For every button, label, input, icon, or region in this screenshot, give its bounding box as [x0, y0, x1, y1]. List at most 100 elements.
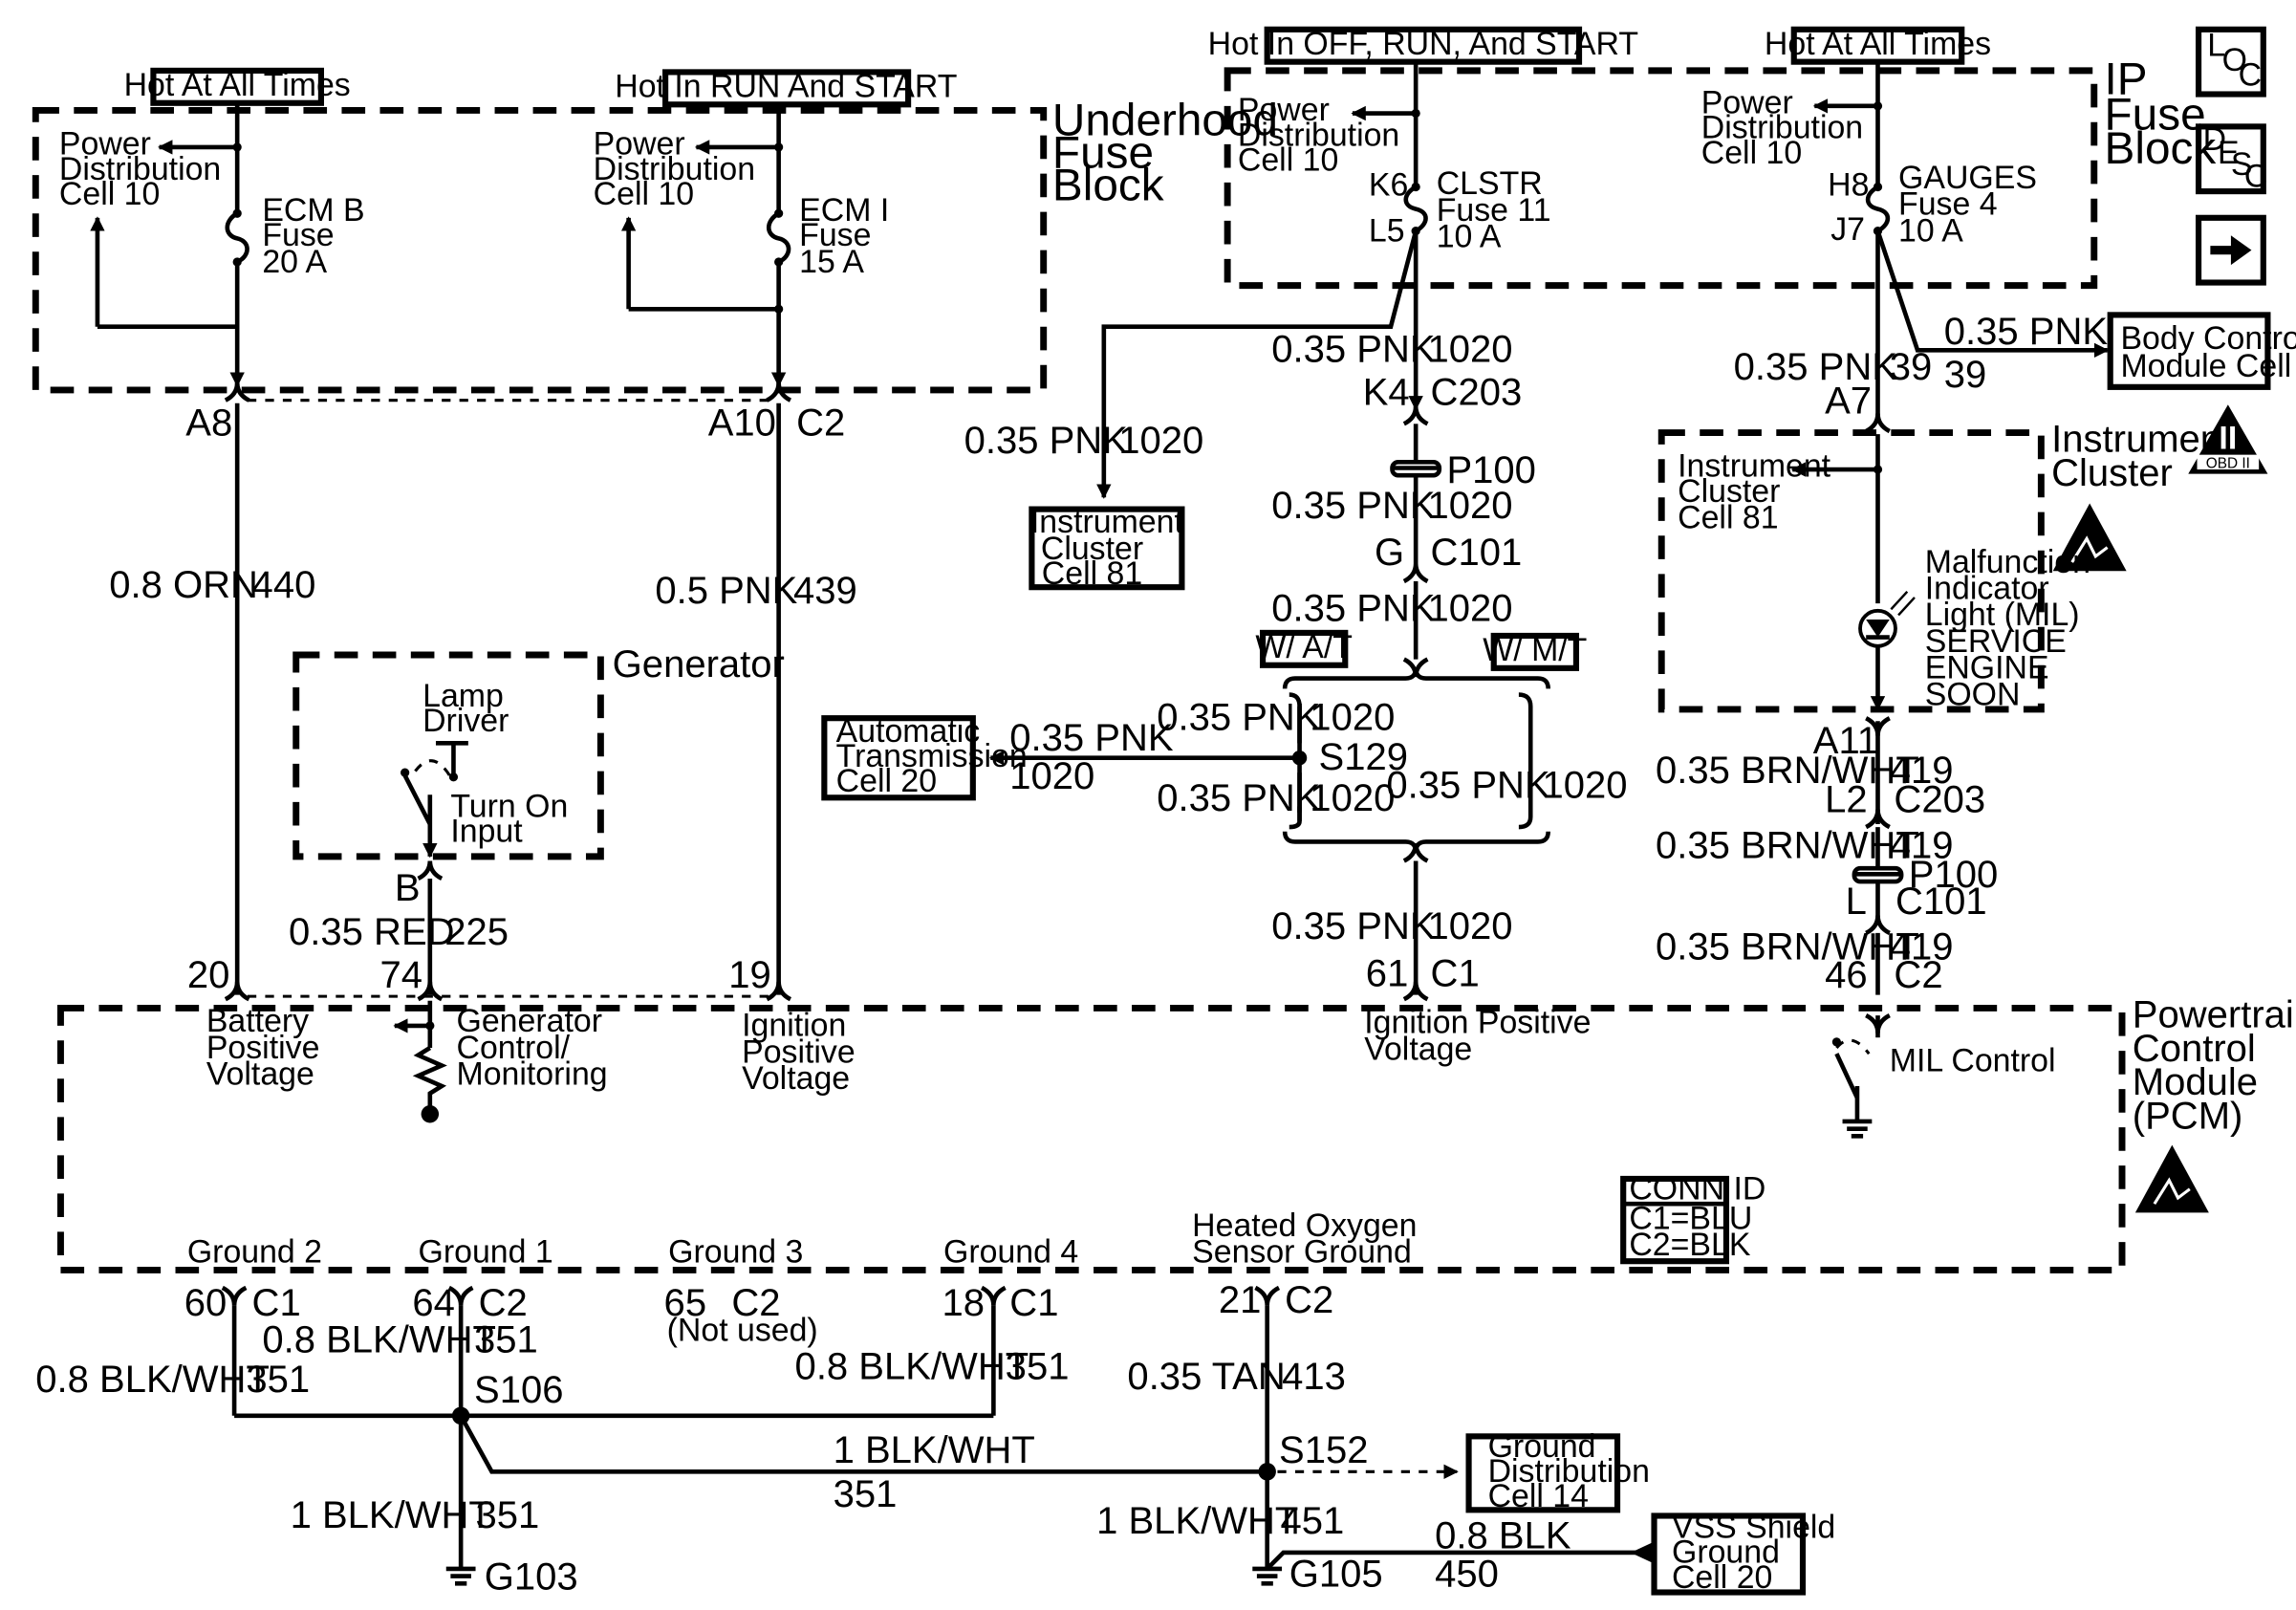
svg-text:A11: A11	[1813, 720, 1878, 762]
svg-text:Hot At All Times: Hot At All Times	[1765, 26, 1991, 62]
pcm-title: Powertrain Control Module (PCM)	[2133, 993, 2296, 1137]
svg-text:Battery: Battery	[206, 1003, 309, 1039]
generator-internals: Lamp Driver Turn On Input	[401, 678, 568, 859]
svg-text:Instrument: Instrument	[1678, 448, 1831, 485]
svg-text:74: 74	[379, 954, 422, 996]
vss-shield-ground-ref: VSS Shield Ground Cell 20	[1630, 1510, 1835, 1596]
svg-text:Distribution: Distribution	[59, 151, 221, 187]
svg-text:Power: Power	[1701, 85, 1793, 121]
wire-1020-bottom: 0.35 PNK 1020 61 C1	[1271, 842, 1512, 995]
svg-text:Distribution: Distribution	[1238, 117, 1399, 153]
header-hot-all-times-left: Hot At All Times	[124, 67, 351, 106]
svg-text:1 BLK/WHT: 1 BLK/WHT	[834, 1429, 1035, 1471]
svg-text:0.8 BLK/WHT: 0.8 BLK/WHT	[35, 1359, 270, 1401]
header-hot-all-times-right: Hot At All Times	[1765, 26, 1991, 65]
svg-text:450: 450	[1435, 1553, 1499, 1595]
option-brackets: W/ A/T W/ M/T	[1255, 629, 1587, 853]
obd-ii-icon: II OBD II	[2188, 404, 2268, 474]
svg-text:Instrument: Instrument	[1030, 504, 1184, 540]
svg-text:Fuse 11: Fuse 11	[1437, 192, 1551, 228]
svg-text:Positive: Positive	[206, 1030, 320, 1066]
svg-text:Cluster: Cluster	[1678, 473, 1780, 510]
svg-text:225: 225	[444, 911, 509, 953]
svg-text:C2: C2	[1285, 1279, 1333, 1321]
ground-g103: 1 BLK/WHT 351 G103	[291, 1415, 578, 1598]
ground-connectors: 60 C1 64 C2 65 C2 (Not used) 18 C1 21 C2	[184, 1279, 1334, 1348]
svg-text:Ground 3: Ground 3	[668, 1234, 803, 1271]
svg-text:0.35 BRN/WHT: 0.35 BRN/WHT	[1656, 824, 1919, 866]
svg-text:1020: 1020	[1009, 755, 1094, 797]
svg-text:0.35 PNK: 0.35 PNK	[1944, 311, 2109, 353]
underhood-fuse-block	[32, 106, 1048, 394]
automatic-transmission-ref: Automatic Transmission Cell 20	[821, 713, 1028, 801]
svg-text:Cluster: Cluster	[1041, 531, 1143, 567]
svg-text:39: 39	[1890, 346, 1933, 388]
svg-text:60: 60	[184, 1282, 227, 1324]
ground-distribution-ref: Ground Distribution Cell 14	[1277, 1428, 1650, 1514]
cluster-internals: Instrument Cluster Cell 81 Malfunction I…	[1678, 434, 2090, 712]
svg-text:Lamp: Lamp	[422, 678, 504, 714]
svg-text:0.35 PNK: 0.35 PNK	[1271, 485, 1436, 527]
pcm-box	[56, 1004, 2126, 1273]
svg-text:Ground 2: Ground 2	[187, 1234, 322, 1271]
svg-text:Ground 4: Ground 4	[943, 1234, 1078, 1271]
svg-text:C1=BLU: C1=BLU	[1629, 1200, 1752, 1236]
ip-pd-left-label: Power Distribution Cell 10	[1238, 92, 1399, 178]
loc-icon: LOC	[2195, 26, 2266, 98]
svg-text:Distribution: Distribution	[594, 151, 755, 187]
svg-text:A8: A8	[185, 402, 232, 445]
svg-text:Distribution: Distribution	[1488, 1453, 1650, 1490]
svg-text:Cell 81: Cell 81	[1042, 555, 1142, 592]
wire-1020-at: 0.35 PNK 1020 S129 0.35 PNK 1020 0.35 PN…	[988, 692, 1408, 830]
svg-text:GAUGES: GAUGES	[1898, 160, 2037, 196]
svg-text:0.8 BLK: 0.8 BLK	[1435, 1514, 1571, 1556]
svg-text:Ground 1: Ground 1	[419, 1234, 553, 1271]
header-hot-off-run-start: Hot In OFF, RUN, And START	[1208, 26, 1638, 65]
svg-text:C: C	[2244, 158, 2267, 194]
ip-fuse-block-title: IP Fuse Block	[2105, 54, 2217, 174]
svg-text:440: 440	[252, 564, 316, 606]
svg-text:Power: Power	[1238, 92, 1330, 128]
svg-text:Power: Power	[594, 126, 685, 163]
svg-text:20: 20	[187, 954, 230, 996]
svg-text:O: O	[2222, 42, 2247, 78]
svg-text:Control/: Control/	[457, 1030, 571, 1066]
svg-text:1020: 1020	[1310, 777, 1395, 819]
svg-text:419: 419	[1890, 926, 1954, 968]
svg-text:0.35 PNK: 0.35 PNK	[1734, 346, 1898, 388]
svg-text:Cell 10: Cell 10	[59, 176, 160, 212]
svg-text:C101: C101	[1431, 532, 1523, 574]
svg-text:C1: C1	[1431, 952, 1480, 994]
svg-text:C: C	[2239, 56, 2262, 93]
svg-text:Body Control: Body Control	[2120, 320, 2296, 357]
svg-text:C2: C2	[731, 1282, 780, 1324]
connector-a8: A8	[185, 382, 250, 445]
svg-text:351: 351	[1006, 1345, 1070, 1387]
wire-1020-top: 0.35 PNK 1020 K4 C203	[1271, 329, 1522, 461]
svg-text:Turn On: Turn On	[450, 788, 568, 824]
svg-text:Module: Module	[2133, 1061, 2258, 1103]
svg-text:L5: L5	[1369, 212, 1405, 249]
wire-351-splice: 0.8 BLK/WHT 351 0.8 BLK/WHT 351 0.8 BLK/…	[35, 1305, 1069, 1425]
svg-text:P100: P100	[1446, 449, 1535, 491]
pcm-mil-control: MIL Control	[1831, 1037, 2056, 1139]
svg-text:0.35 PNK: 0.35 PNK	[1386, 764, 1550, 806]
connector-a10-c2: A10 C2	[708, 382, 845, 445]
svg-text:C2: C2	[479, 1282, 528, 1324]
svg-text:Distribution: Distribution	[1701, 110, 1863, 146]
svg-text:Cell 20: Cell 20	[836, 763, 937, 799]
wire-440: 0.8 ORN 440	[109, 402, 316, 995]
svg-text:Sensor Ground: Sensor Ground	[1192, 1234, 1412, 1271]
svg-text:Power: Power	[59, 126, 151, 163]
svg-text:C203: C203	[1894, 779, 1985, 821]
wire-419: A11 0.35 BRN/WHT 419 L2 C203 0.35 BRN/WH…	[1656, 716, 1998, 996]
svg-text:15 A: 15 A	[799, 244, 864, 280]
svg-text:0.5 PNK: 0.5 PNK	[655, 570, 797, 612]
svg-text:0.35 PNK: 0.35 PNK	[964, 420, 1129, 462]
svg-text:A10: A10	[708, 402, 776, 445]
pcm-conn-id: CONN ID C1=BLU C2=BLK	[1620, 1171, 1765, 1265]
svg-text:10 A: 10 A	[1437, 219, 1502, 255]
svg-text:K4: K4	[1363, 371, 1410, 413]
svg-text:W/ M/T: W/ M/T	[1483, 632, 1587, 668]
